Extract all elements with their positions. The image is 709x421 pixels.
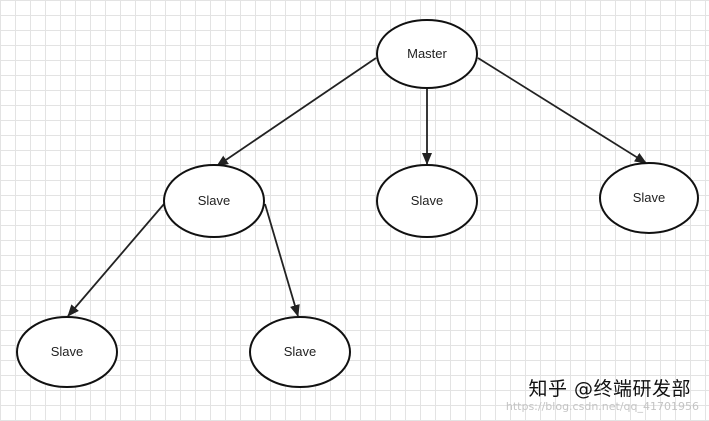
edge-slave-mid-left-to-slave-bottom-right	[264, 203, 300, 317]
edge-slave-mid-left-to-slave-bottom-left	[67, 203, 165, 317]
edge-master-to-slave-mid-left	[216, 57, 377, 167]
node-slave-bottom-right[interactable]: Slave	[249, 316, 351, 388]
node-master[interactable]: Master	[376, 19, 478, 89]
node-master-label: Master	[407, 46, 447, 61]
node-slave-bottom-left[interactable]: Slave	[16, 316, 118, 388]
watermark-url: https://blog.csdn.net/qq_41701956	[505, 400, 699, 413]
node-slave-mid-center-label: Slave	[411, 193, 444, 208]
node-slave-mid-center[interactable]: Slave	[376, 164, 478, 238]
node-slave-bottom-right-label: Slave	[284, 344, 317, 359]
node-slave-mid-left-label: Slave	[198, 193, 231, 208]
node-slave-mid-right[interactable]: Slave	[599, 162, 699, 234]
edge-master-to-slave-mid-right	[477, 57, 647, 164]
watermark-zhihu: 知乎 @终端研发部	[528, 378, 691, 400]
node-slave-bottom-left-label: Slave	[51, 344, 84, 359]
node-slave-mid-right-label: Slave	[633, 190, 666, 205]
node-slave-mid-left[interactable]: Slave	[163, 164, 265, 238]
